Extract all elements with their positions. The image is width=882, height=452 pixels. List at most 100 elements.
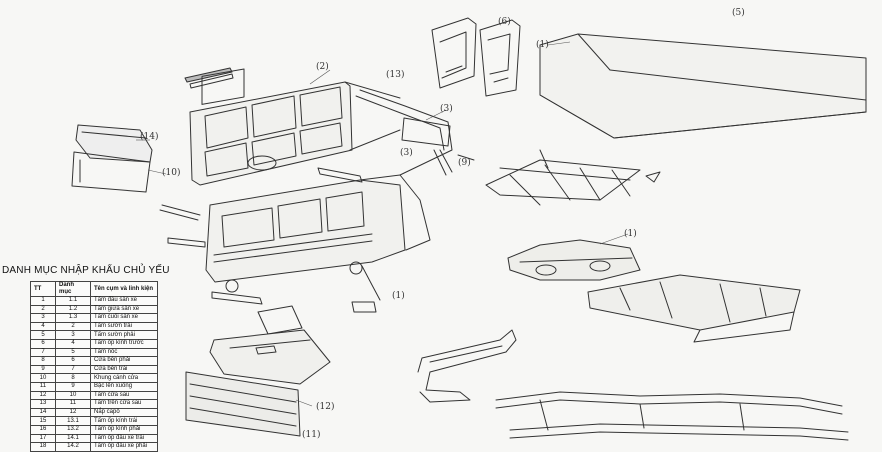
floor-panels [587,274,801,343]
header-tt: TT [30,281,56,297]
table-cell: Tấm trên cửa sau [90,399,158,409]
table-cell: Tấm ốp kính trái [90,416,158,426]
table-cell: 17 [30,433,56,444]
left-side-panel [189,68,453,186]
table-cell: 5 [30,330,56,340]
table-cell: 1 [30,296,56,306]
table-cell: Tấm ốp kính trước [90,338,158,349]
callout-label: (1) [392,291,405,301]
table-cell: 13.1 [55,416,91,426]
parts-list-title: DANH MỤC NHẬP KHẨU CHỦ YẾU [2,265,170,276]
side-doors [431,17,521,97]
callout-label: (13) [386,70,405,80]
floor-frame [485,149,661,206]
callout-label: (2) [316,62,329,72]
table-cell: Tấm cửa sau [90,390,158,401]
parts-list-header-row: TT Danh mục Tên cụm và linh kiện [30,281,158,297]
table-cell: 16 [30,424,56,435]
callout-label: (1) [624,229,637,239]
table-cell: Tấm ốp đầu xe phải [90,442,158,452]
front-floor-assembly [507,239,641,281]
table-cell: Bậc lên xuống [90,381,158,392]
table-cell: 2 [55,321,91,332]
header-part-name: Tên cụm và linh kiện [90,281,158,297]
table-cell: 4 [30,321,56,332]
table-cell: Khung cánh cửa [90,373,158,383]
table-cell: Tấm cuối sàn xe [90,313,158,323]
callout-label: (3) [440,104,453,114]
callout-label: (11) [302,430,321,440]
table-cell: 6 [55,356,91,366]
table-cell: 1.1 [55,296,91,306]
table-cell: 14.2 [55,442,91,452]
table-cell: 3 [55,330,91,340]
hood [209,305,331,385]
table-cell: 18 [30,442,56,452]
table-cell: Nắp capô [90,407,158,418]
callout-label: (6) [498,17,511,27]
front-grille-panel [185,371,301,437]
table-cell: 1.3 [55,313,91,323]
table-cell: Tấm nóc [90,347,158,358]
table-cell: Tấm sườn phải [90,330,158,340]
rear-top-trim [184,67,234,89]
table-cell: 2 [30,304,56,315]
roof-panel [539,33,867,139]
table-cell: Tấm sườn trái [90,321,158,332]
table-cell: Tấm ốp kính phải [90,424,158,435]
table-cell: 13 [30,399,56,409]
table-cell: 10 [55,390,91,401]
right-side-panel [205,174,431,293]
callout-label: (1) [536,40,549,50]
table-cell: 14.1 [55,433,91,444]
table-cell: Tấm ốp đầu xe trái [90,433,158,444]
callout-label: (14) [140,132,159,142]
table-cell: Tấm giữa sàn xe [90,304,158,315]
callout-label: (5) [732,8,745,18]
table-cell: 8 [55,373,91,383]
table-cell: 12 [55,407,91,418]
table-cell: Tấm đầu sàn xe [90,296,158,306]
table-cell: 7 [55,364,91,375]
callout-label: (9) [458,158,471,168]
table-cell: Cửa bên trái [90,364,158,375]
table-cell: 5 [55,347,91,358]
callout-label: (12) [316,402,335,412]
table-cell: 6 [30,338,56,349]
table-cell: 9 [55,381,91,392]
rear-door-panel [71,124,153,193]
pillars [401,117,475,176]
table-cell: 15 [30,416,56,426]
table-cell: 1.2 [55,304,91,315]
table-cell: 4 [55,338,91,349]
table-cell: 8 [30,356,56,366]
step-bar [417,329,517,403]
leader-lines [136,41,629,407]
table-cell: 13.2 [55,424,91,435]
callout-label: (10) [162,168,181,178]
callout-label: (3) [400,148,413,158]
table-cell: 10 [30,373,56,383]
table-cell: 3 [30,313,56,323]
table-cell: 12 [30,390,56,401]
lower-rails [495,391,849,441]
table-cell: 11 [30,381,56,392]
table-cell: Cửa bên phải [90,356,158,366]
